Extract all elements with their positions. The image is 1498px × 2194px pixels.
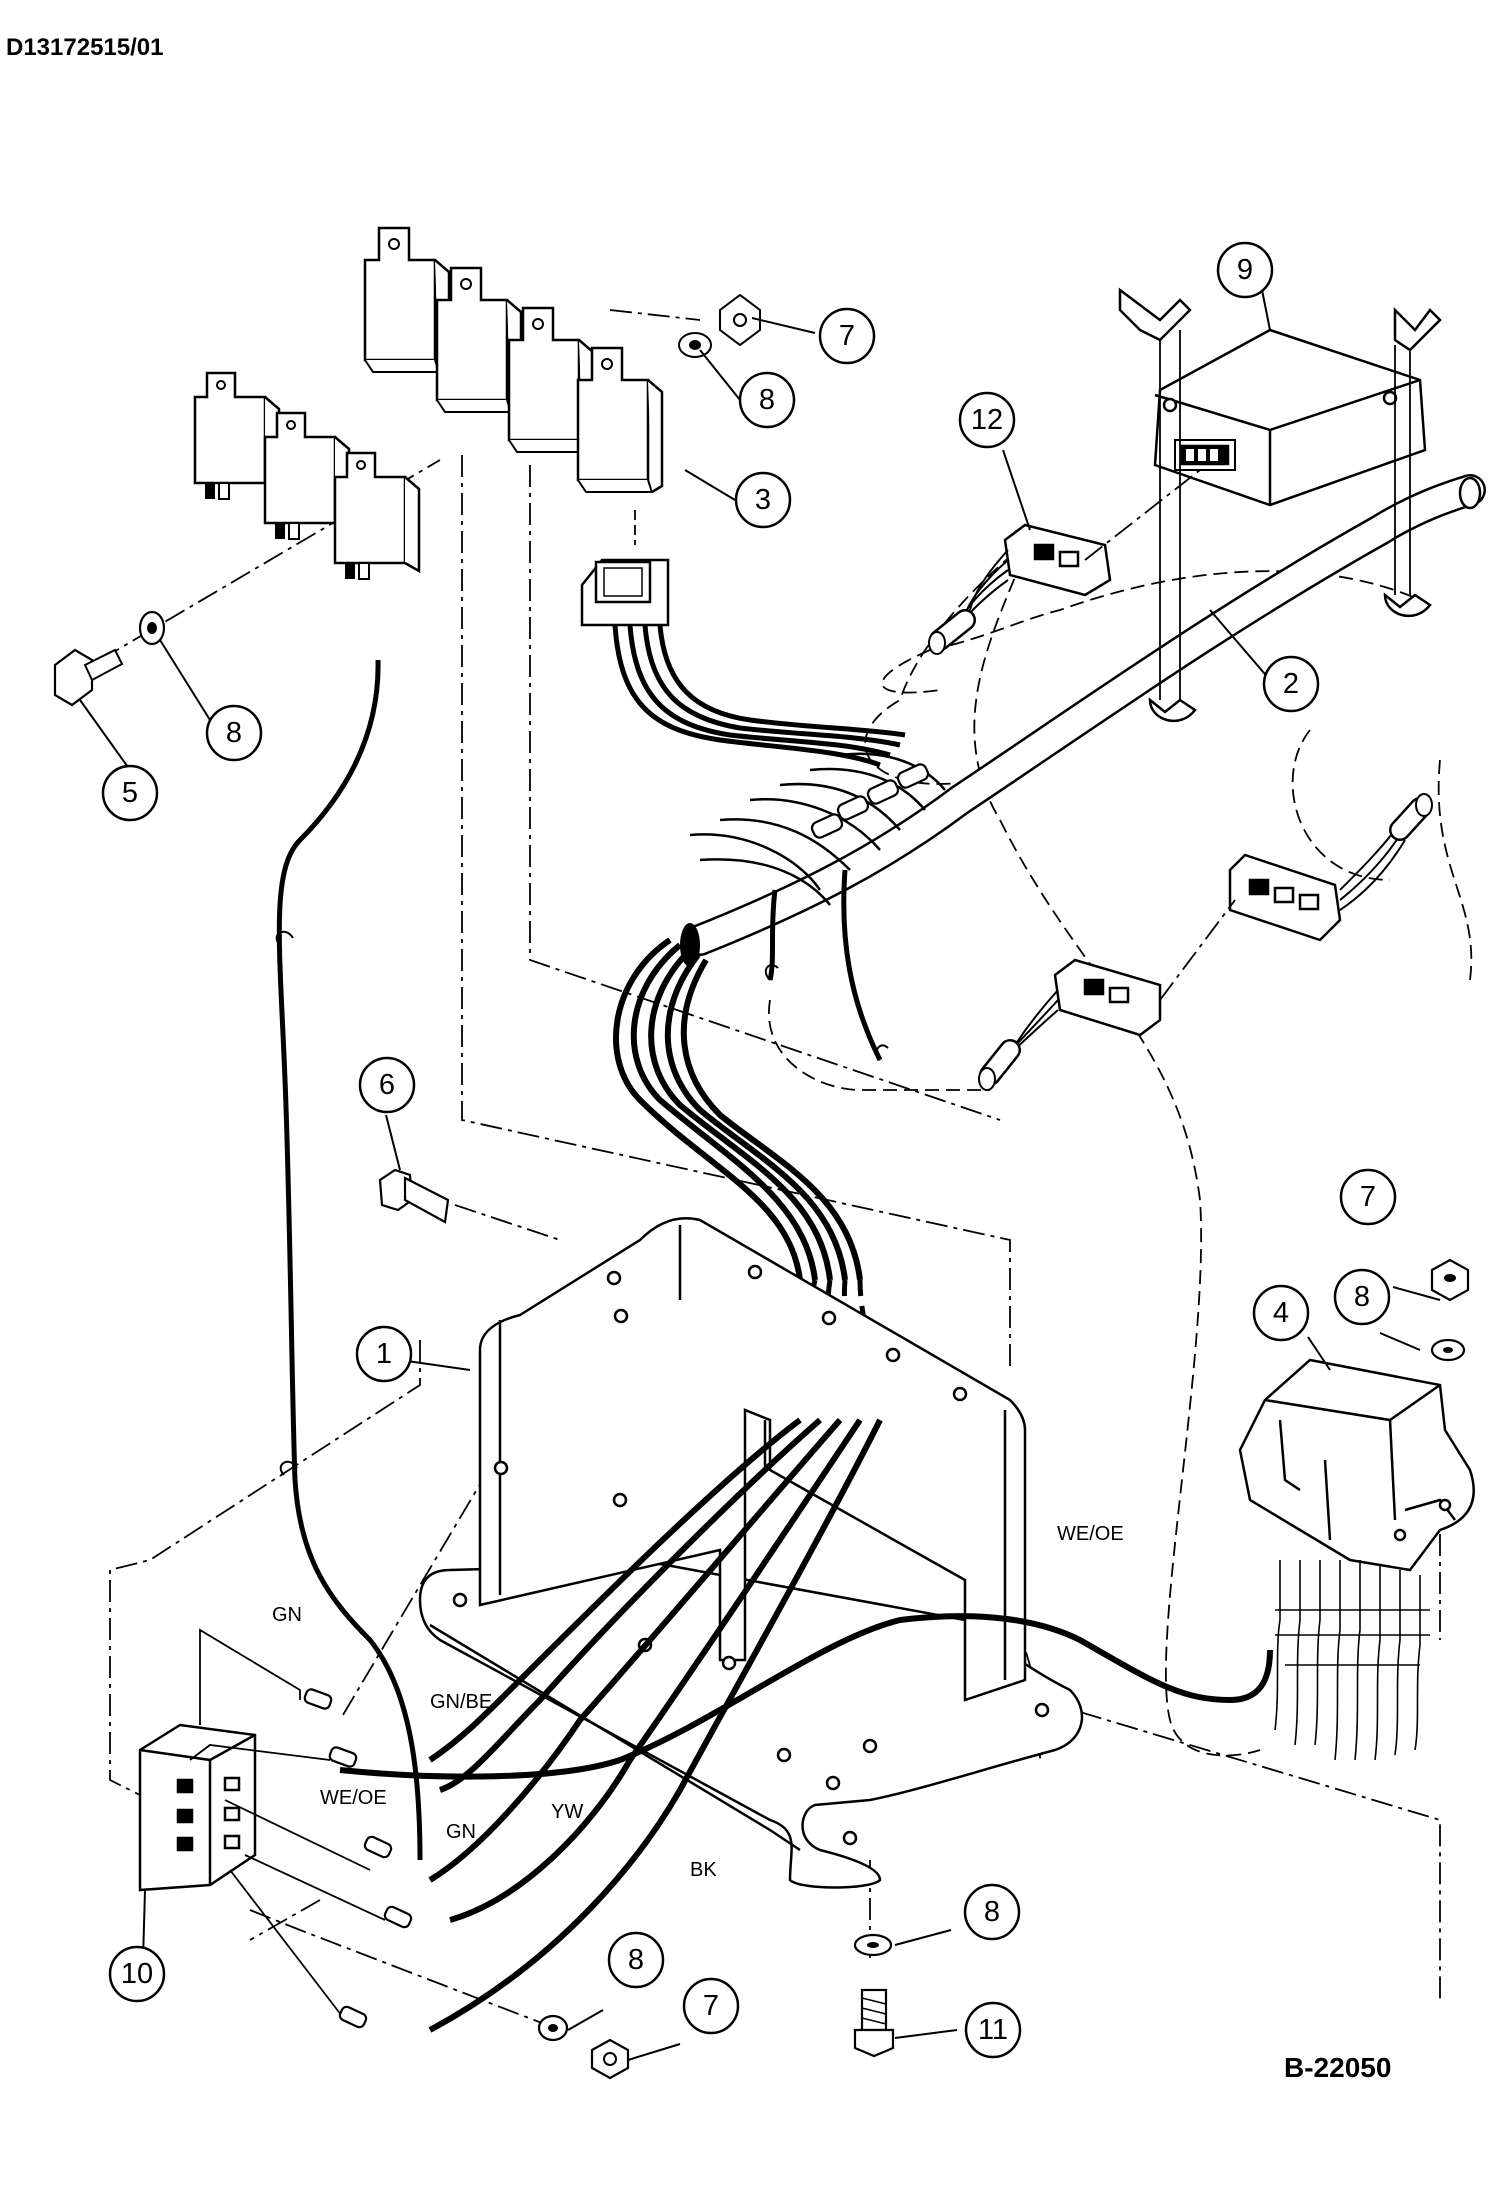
callout-11: 11 (964, 2001, 1022, 2059)
wire-lugs (303, 1688, 413, 2029)
wire-bundle-to-bracket (613, 937, 863, 1281)
callout-9: 9 (1216, 241, 1274, 299)
bolt-5 (53, 648, 124, 707)
wire-label-we-oe-left: WE/OE (320, 1787, 387, 1809)
washer-8-left (138, 610, 166, 646)
callout-6: 6 (358, 1056, 416, 1114)
svg-text:8: 8 (628, 1944, 644, 1976)
drawing-number: B-22050 (1284, 2052, 1392, 2083)
svg-text:8: 8 (226, 717, 242, 749)
callout-5: 5 (101, 764, 159, 822)
nut-washer-right (1430, 1258, 1470, 1362)
wire-label-bk: BK (690, 1859, 717, 1881)
callout-2: 2 (1262, 655, 1320, 713)
callout-1: 1 (355, 1325, 413, 1383)
module-4-terminals (1274, 1560, 1430, 1761)
wire-label-gn-upper: GN (272, 1604, 302, 1626)
clamp-leaders (1159, 330, 1411, 700)
svg-text:4: 4 (1273, 1297, 1289, 1329)
document-id: D13172515/01 (6, 34, 164, 61)
svg-text:8: 8 (984, 1896, 1000, 1928)
callout-8-right: 8 (1333, 1268, 1391, 1326)
relay-group-left (193, 371, 421, 581)
wire-we-oe (339, 1613, 1273, 1780)
callouts: 1 2 3 4 5 6 7 7 7 8 8 8 8 8 9 10 11 12 (101, 241, 1397, 2059)
module-4 (1238, 1358, 1475, 1572)
bolt-6 (378, 1168, 450, 1224)
svg-text:7: 7 (1360, 1181, 1376, 1213)
connector-pair-lower-wires (1004, 829, 1406, 1059)
svg-text:1: 1 (376, 1338, 392, 1370)
connector-pair-lower (1053, 853, 1342, 1037)
callout-10: 10 (108, 1945, 166, 2003)
callout-7-right: 7 (1339, 1168, 1397, 1226)
wire-break-marks (275, 930, 298, 1476)
callout-8-bottom-left: 8 (607, 1931, 665, 1989)
callout-7-top: 7 (818, 307, 876, 365)
callout-3: 3 (734, 471, 792, 529)
svg-text:7: 7 (703, 1990, 719, 2022)
callout-8-left: 8 (205, 704, 263, 762)
bracket-wires (428, 1417, 883, 2033)
terminal-block-10 (138, 1723, 257, 1892)
svg-text:6: 6 (379, 1069, 395, 1101)
bracket-1 (418, 1216, 1084, 1889)
callout-7-bottom: 7 (682, 1977, 740, 2035)
wire-label-gn-be: GN/BE (430, 1691, 492, 1713)
svg-text:9: 9 (1237, 254, 1253, 286)
module-9 (1153, 328, 1427, 507)
relay-socket (580, 558, 670, 627)
wire-label-gn-lower: GN (446, 1821, 476, 1843)
svg-text:7: 7 (839, 320, 855, 352)
wire-labels: GN GN/BE WE/OE GN YW BK WE/OE (272, 1523, 1124, 1881)
svg-text:2: 2 (1283, 668, 1299, 700)
svg-text:11: 11 (978, 2014, 1008, 2046)
wire-label-yw: YW (551, 1801, 583, 1823)
svg-text:5: 5 (122, 777, 138, 809)
svg-text:12: 12 (971, 404, 1003, 436)
relay-hardware (678, 293, 761, 358)
callout-4: 4 (1252, 1284, 1310, 1342)
svg-text:8: 8 (1354, 1281, 1370, 1313)
svg-text:3: 3 (755, 484, 771, 516)
connector-pair-leader (1159, 899, 1236, 1001)
callout-8-top: 8 (738, 371, 796, 429)
callout-12: 12 (958, 391, 1016, 449)
clamp-pair (1118, 287, 1442, 722)
bolt-11 (853, 1988, 895, 2058)
wire-label-we-oe-right: WE/OE (1057, 1523, 1124, 1545)
callout-8-bottom-centre: 8 (963, 1883, 1021, 1941)
connector-12-leader (1084, 469, 1201, 561)
cable-routing-dashed (767, 539, 1473, 1757)
connector-12-cable (928, 609, 976, 655)
wire-gn-lead (276, 659, 423, 1861)
callout-leaders (79, 279, 1441, 2061)
nut-washer-bottom (537, 2014, 630, 2080)
terminal-thin-wires (189, 1628, 386, 2021)
svg-text:10: 10 (121, 1958, 153, 1990)
svg-text:8: 8 (759, 384, 775, 416)
relay-group-3 (363, 226, 664, 494)
connector-12 (1003, 523, 1112, 597)
relay-connector-lead (612, 624, 906, 768)
washer-8-bottom (853, 1933, 893, 1957)
connector-pair-cables (978, 793, 1433, 1091)
